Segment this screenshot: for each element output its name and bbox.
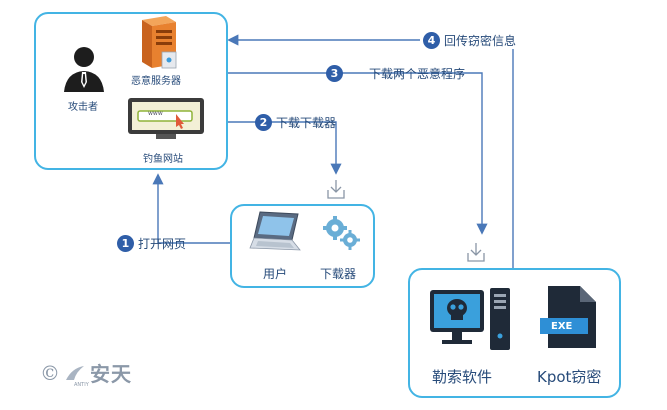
- server-icon: [142, 16, 177, 69]
- antiy-logo: © 安天 ANTIY: [40, 358, 132, 389]
- step-2-text: 下载下载器: [276, 116, 337, 130]
- download-icon: [467, 243, 485, 262]
- laptop-icon: [249, 211, 301, 251]
- user-label: 用户: [263, 267, 288, 281]
- step-4-number: 4: [423, 32, 440, 49]
- phishing-site-label: 钓鱼网站: [143, 154, 183, 165]
- step-4-label: 4 回传窃密信息: [420, 32, 520, 49]
- download-icon: [327, 180, 345, 199]
- arrow-step-1: [152, 173, 230, 244]
- step-4-text: 回传窃密信息: [444, 34, 517, 48]
- phishing-banner-text: www: [148, 110, 163, 117]
- arrow-step-3: [228, 72, 488, 235]
- antiy-wing-icon: [66, 365, 84, 380]
- step-2-label: 2 下载下载器: [255, 114, 336, 131]
- step-3-number: 3: [326, 65, 343, 82]
- step-2-number: 2: [255, 114, 272, 131]
- exe-file-icon: [540, 286, 596, 348]
- gears-icon: [323, 216, 360, 250]
- attacker-icon: [64, 47, 104, 92]
- server-label: 恶意服务器: [131, 76, 181, 87]
- brand-sub: ANTIY: [74, 382, 89, 388]
- phishing-site-icon: [128, 98, 204, 139]
- ransomware-computer-icon: [430, 288, 510, 350]
- step-1-text: 打开网页: [138, 237, 187, 251]
- step-3-text: 下载两个恶意程序: [369, 67, 466, 81]
- step-1-number: 1: [117, 235, 134, 252]
- downloader-label: 下载器: [320, 267, 357, 281]
- attacker-label: 攻击者: [68, 102, 98, 113]
- brand-name: 安天: [90, 362, 132, 386]
- kpot-label: Kpot窃密: [537, 368, 602, 386]
- exe-badge-text: EXE: [551, 321, 573, 332]
- step-1-label: 1 打开网页: [117, 235, 186, 252]
- attacker-infrastructure-box: [34, 12, 228, 170]
- ransomware-label: 勒索软件: [432, 368, 493, 386]
- copyright-symbol: ©: [40, 360, 60, 385]
- step-3-label: 3 下载两个恶意程序: [326, 65, 465, 82]
